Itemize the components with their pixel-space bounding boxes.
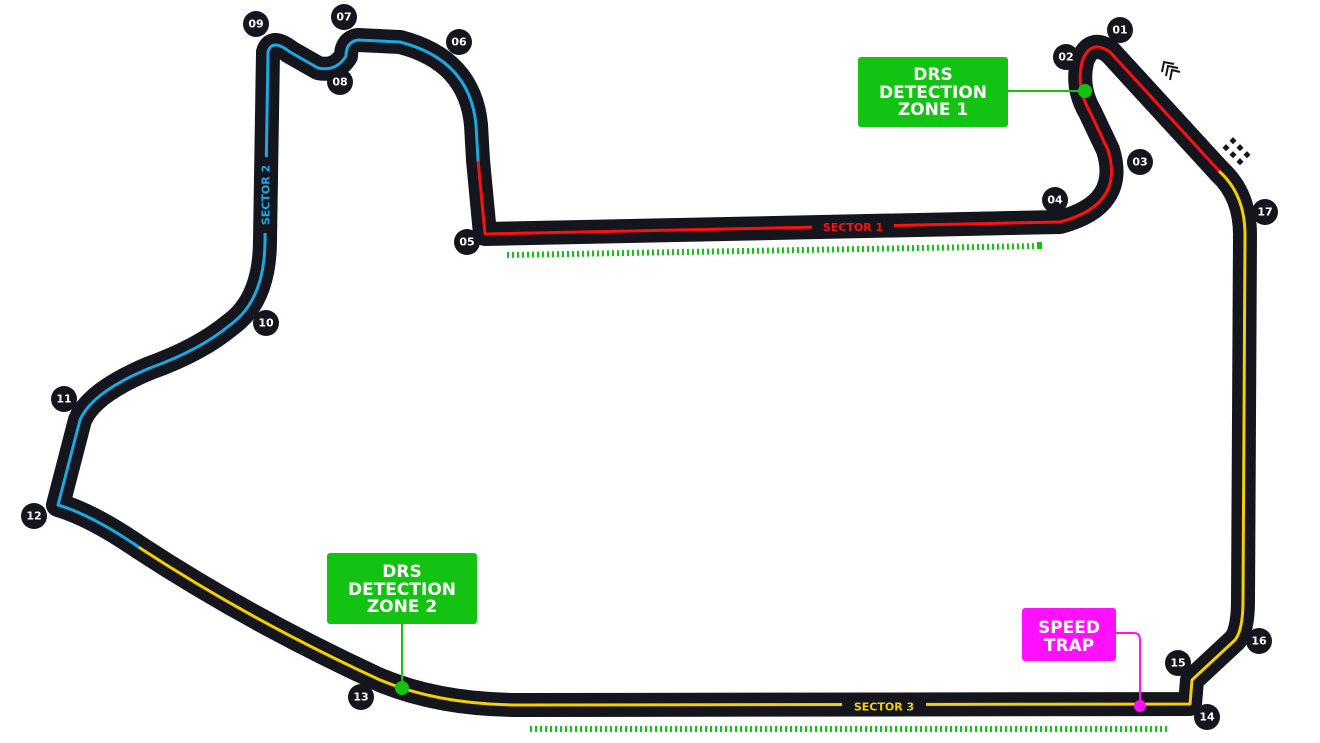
corner-marker-03: 03 [1127,149,1153,175]
corner-marker-11: 11 [51,386,77,412]
drs-detection-1-point [1078,84,1092,98]
corner-marker-16: 16 [1246,628,1272,654]
corner-number: 03 [1132,156,1147,169]
sector-3-label: SECTOR 3 [842,698,926,715]
corner-marker-08: 08 [327,69,353,95]
corner-number: 17 [1257,206,1272,219]
drs-zone-1-end [1037,242,1042,249]
corner-marker-01: 01 [1107,17,1133,43]
direction-chevrons-icon [1161,60,1181,81]
sector-1-label: SECTOR 1 [812,219,894,236]
speed-trap-point [1134,700,1146,712]
drs-detection-zone-2-box: DRS DETECTION ZONE 2 [327,553,477,624]
corner-marker-15: 15 [1165,650,1191,676]
svg-text:DRS: DRS [913,65,952,85]
sector-3-line [138,170,1247,707]
corner-marker-07: 07 [331,4,357,30]
drs-zone-1 [506,243,1039,258]
corner-marker-09: 09 [243,11,269,37]
corner-number: 05 [459,236,474,249]
svg-text:ZONE 1: ZONE 1 [898,100,968,120]
svg-text:DETECTION: DETECTION [879,83,987,103]
corner-number: 09 [248,18,263,31]
corner-number: 06 [451,36,467,49]
corner-number: 07 [336,11,351,24]
svg-text:ZONE 2: ZONE 2 [367,597,437,617]
corner-number: 11 [56,393,71,406]
track [46,28,1257,717]
corner-number: 15 [1170,657,1185,670]
sector-2-label: SECTOR 2 [257,157,275,233]
drs-detection-2-point [395,681,409,695]
corner-number: 10 [258,317,274,330]
svg-text:DETECTION: DETECTION [348,580,456,600]
sector-2-line [56,38,480,550]
speed-trap-box: SPEED TRAP [1022,608,1116,661]
corner-number: 14 [1199,711,1215,724]
corner-marker-06: 06 [446,29,472,55]
corner-number: 12 [26,510,41,523]
sector-1-line [476,45,1222,236]
corner-marker-02: 02 [1053,44,1079,70]
corner-marker-10: 10 [253,310,279,336]
svg-text:SECTOR 1: SECTOR 1 [823,221,883,234]
svg-text:SECTOR 3: SECTOR 3 [854,701,914,714]
corner-marker-04: 04 [1042,187,1068,213]
corner-number: 08 [332,76,347,89]
corner-number: 02 [1058,51,1073,64]
corner-marker-14: 14 [1194,704,1220,730]
svg-text:SPEED: SPEED [1038,618,1100,638]
corner-number: 04 [1047,194,1063,207]
corner-marker-13: 13 [348,684,374,710]
corner-number: 13 [353,691,368,704]
corner-number: 16 [1251,635,1267,648]
checkered-flag-icon [1222,137,1251,166]
corner-marker-12: 12 [21,503,47,529]
corner-marker-17: 17 [1252,199,1278,225]
svg-text:SECTOR 2: SECTOR 2 [260,165,273,225]
corner-number: 01 [1112,24,1127,37]
svg-text:TRAP: TRAP [1044,636,1094,656]
svg-text:DRS: DRS [382,562,421,582]
corner-marker-05: 05 [454,229,480,255]
drs-detection-zone-1-box: DRS DETECTION ZONE 1 [858,57,1008,127]
